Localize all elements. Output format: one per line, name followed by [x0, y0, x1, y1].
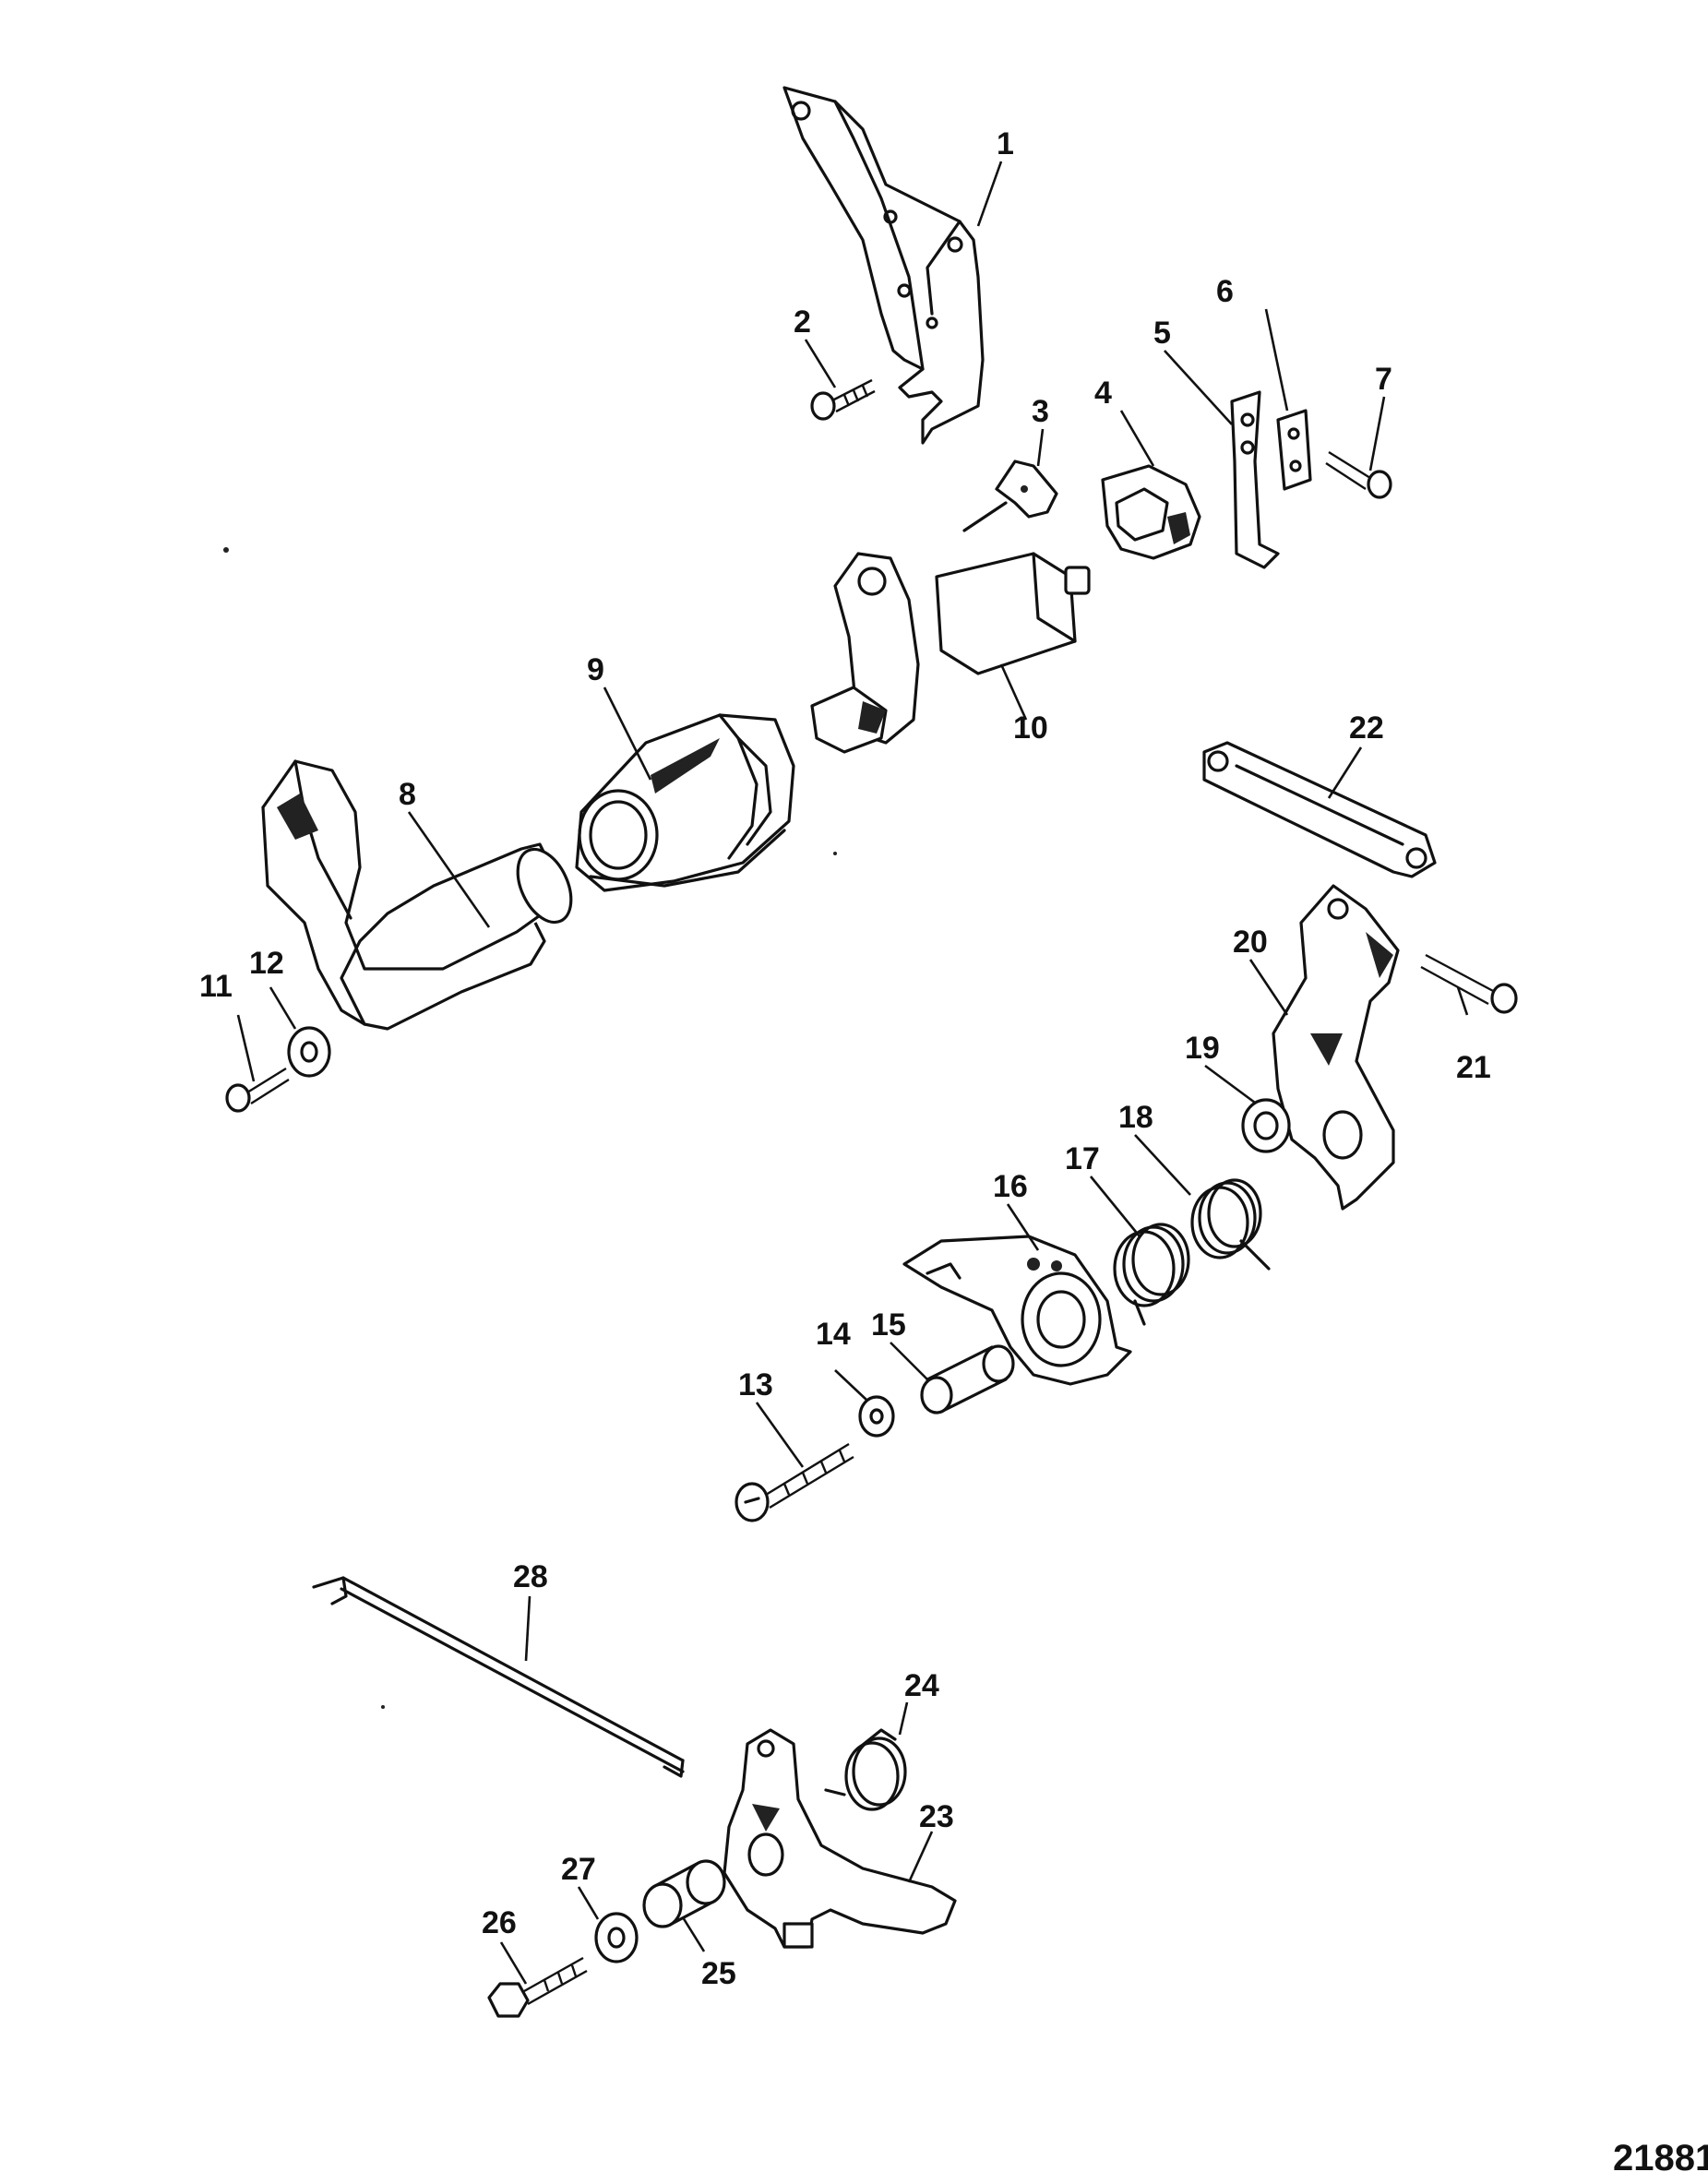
callout-14: 14	[816, 1317, 851, 1352]
callout-9: 9	[587, 652, 604, 687]
callout-23: 23	[919, 1799, 954, 1834]
part-8-handle	[261, 759, 573, 1031]
part-21-screw	[1420, 953, 1518, 1014]
part-7-screw	[1325, 450, 1392, 499]
callout-4: 4	[1094, 376, 1112, 411]
part-23-lever	[723, 1728, 957, 1949]
part-18-spring	[1190, 1178, 1271, 1271]
part-12-washer	[287, 1026, 331, 1078]
callout-18: 18	[1118, 1100, 1153, 1135]
part-24-spring	[824, 1728, 907, 1811]
callout-22: 22	[1349, 710, 1384, 746]
callout-25: 25	[701, 1956, 736, 1991]
part-3-pawl	[962, 459, 1058, 532]
part-14-washer	[858, 1395, 895, 1438]
callout-17: 17	[1065, 1141, 1100, 1176]
callout-27: 27	[561, 1852, 596, 1887]
part-4-cam	[1101, 464, 1201, 560]
callout-7: 7	[1375, 362, 1392, 397]
callout-10: 10	[1013, 710, 1048, 746]
callout-21: 21	[1456, 1050, 1491, 1085]
callout-labels: 1 2 3 4 5 6 7 8 9 10 11 12 13 14 15 16 1…	[199, 126, 1491, 1991]
part-5-strip	[1230, 390, 1280, 569]
callout-16: 16	[993, 1169, 1028, 1204]
part-19-washer	[1241, 1098, 1291, 1153]
callout-26: 26	[482, 1905, 517, 1940]
callout-2: 2	[794, 304, 811, 340]
callout-6: 6	[1216, 274, 1234, 309]
leader-lines	[236, 161, 1469, 1985]
callout-5: 5	[1153, 316, 1171, 351]
callout-28: 28	[513, 1559, 548, 1594]
callout-1: 1	[997, 126, 1014, 161]
part-20-lever	[1272, 884, 1400, 1211]
part-1-bracket	[782, 86, 985, 445]
part-13-screw	[735, 1442, 854, 1522]
callout-24: 24	[904, 1668, 939, 1703]
callout-8: 8	[399, 777, 416, 812]
part-2-screw	[810, 378, 876, 421]
callout-20: 20	[1233, 925, 1268, 960]
part-10-shaft-arm	[810, 552, 1091, 754]
callout-12: 12	[249, 946, 284, 981]
part-16-cam-plate	[902, 1235, 1132, 1386]
part-26-bolt	[487, 1956, 588, 2018]
callout-11: 11	[199, 969, 233, 1004]
figure-number: 21881	[1613, 2138, 1708, 2178]
part-25-sleeve	[642, 1859, 726, 1928]
part-22-link	[1202, 741, 1437, 878]
part-28-rod	[312, 1576, 685, 1778]
callout-13: 13	[738, 1367, 773, 1402]
part-15-sleeve	[920, 1344, 1015, 1414]
callout-15: 15	[871, 1307, 906, 1343]
part-17-spring	[1113, 1223, 1190, 1326]
part-11-screw	[225, 1067, 290, 1113]
part-9-boot	[575, 713, 795, 892]
part-6-plate	[1276, 409, 1312, 491]
callout-3: 3	[1032, 394, 1049, 429]
part-27-washer	[594, 1912, 639, 1963]
callout-19: 19	[1185, 1031, 1220, 1066]
